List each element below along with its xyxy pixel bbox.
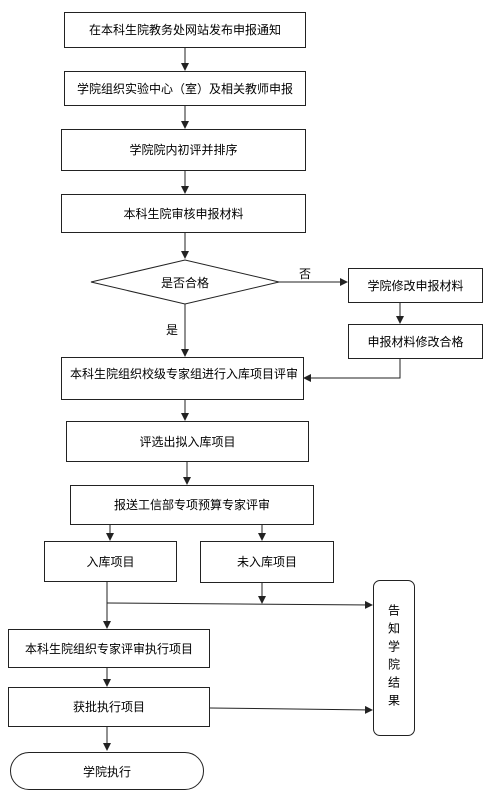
step-review-materials: 本科生院审核申报材料	[61, 194, 306, 233]
step-ministry-review: 报送工信部专项预算专家评审	[70, 485, 314, 525]
step-select-candidates: 评选出拟入库项目	[66, 421, 309, 462]
arrow-r2-s5	[303, 359, 401, 382]
result-rejected: 未入库项目	[200, 541, 334, 583]
decision-label: 是否合格	[160, 276, 209, 290]
result-accepted: 入库项目	[44, 541, 177, 582]
notify-label: 告知学院结果	[386, 604, 401, 712]
notify-college-result: 告知学院结果	[373, 580, 415, 736]
decision-no-label: 否	[299, 267, 312, 281]
step-execution-review: 本科生院组织专家评审执行项目	[8, 629, 210, 668]
step-revision-approved: 申报材料修改合格	[348, 324, 483, 359]
step-expert-panel-review: 本科生院组织校级专家组进行入库项目评审	[61, 357, 304, 400]
step-revise-materials: 学院修改申报材料	[348, 268, 483, 303]
end-college-execute: 学院执行	[10, 752, 204, 790]
arrow-s9-notify	[209, 705, 373, 714]
decision-yes-label: 是	[166, 323, 179, 337]
arrow-in-notify	[106, 600, 373, 609]
step-college-apply: 学院组织实验中心（室）及相关教师申报	[64, 71, 306, 106]
step-college-initial-review: 学院院内初评并排序	[61, 129, 306, 171]
step-approved-projects: 获批执行项目	[8, 687, 210, 727]
step-publish-notice: 在本科生院教务处网站发布申报通知	[64, 12, 306, 48]
